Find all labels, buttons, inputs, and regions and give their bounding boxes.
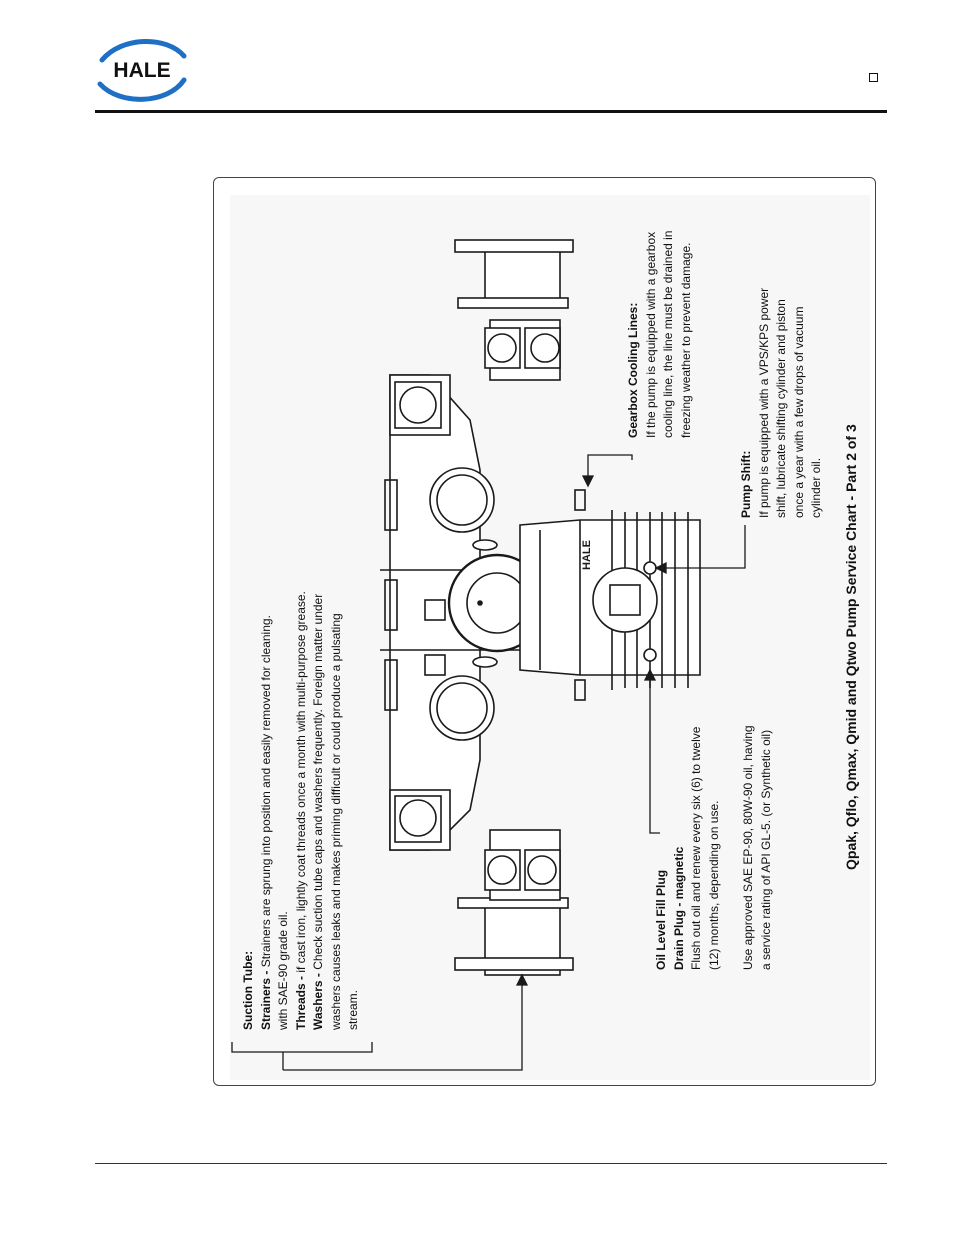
oil-note: Oil Level Fill Plug Drain Plug - magneti… (653, 725, 775, 970)
oil-fill-label: Oil Level Fill Plug (654, 869, 668, 970)
gearbox-heading: Gearbox Cooling Lines: (626, 302, 640, 438)
manifold (380, 374, 540, 851)
gearbox-line-3: freezing weather to prevent damage. (678, 242, 693, 438)
gearbox-note: Gearbox Cooling Lines: If the pump is eq… (625, 231, 695, 438)
strainers-text-2: with SAE-90 grade oil. (276, 911, 290, 1030)
pump-shift-line-4: cylinder oil. (809, 457, 823, 518)
pump-shift-line-1: If pump is equipped with a VPS/KPS power (756, 287, 771, 518)
oil-line-1: Flush out oil and renew every six (6) to… (689, 726, 703, 970)
logo-text: HALE (113, 59, 170, 82)
oil-line-4: a service rating of API GL-5. (or Synthe… (758, 729, 773, 970)
suction-heading: Suction Tube: (241, 950, 255, 1030)
washers-text-2: washers causes leaks and makes priming d… (328, 613, 343, 1030)
pump-shift-heading: Pump Shift: (739, 450, 753, 518)
figure-title: Qpak, Qflo, Qmax, Qmid and Qtwo Pump Ser… (843, 424, 859, 870)
suction-tube-bottom (454, 829, 574, 976)
drain-plug-label: Drain Plug - magnetic (671, 846, 686, 970)
washers-text-3: stream. (346, 989, 360, 1030)
suction-tube-top (454, 239, 574, 381)
hale-logo: HALE (97, 39, 187, 102)
washers-label: Washers - (311, 973, 325, 1030)
threads-label: Threads - (293, 975, 308, 1030)
pump-shift-note: Pump Shift: If pump is equipped with a V… (738, 288, 826, 518)
footer-rule (95, 1163, 887, 1164)
washers-text: Check suction tube caps and washers freq… (311, 593, 325, 974)
header-rule (95, 110, 887, 113)
pump-shift-line-3: once a year with a few drops of vacuum (791, 306, 806, 518)
oil-line-2: (12) months, depending on use. (706, 800, 721, 970)
leader-lines (231, 454, 746, 1071)
gearbox-line-2: cooling line, the line must be drained i… (661, 230, 675, 438)
pump-nameplate: HALE (581, 540, 593, 570)
suction-tube-note: Suction Tube: Strainers - Strainers are … (240, 591, 363, 1030)
strainers-label: Strainers - (258, 970, 273, 1030)
pump-shift-line-2: shift, lubricate shifting cylinder and p… (774, 299, 788, 518)
gearbox (519, 489, 701, 701)
gearbox-line-1: If the pump is equipped with a gearbox (643, 231, 658, 438)
threads-text: if cast iron, lightly coat threads once … (293, 591, 308, 976)
checkbox-icon[interactable] (869, 73, 878, 82)
strainers-text: Strainers are sprung into position and e… (258, 615, 273, 971)
oil-line-3: Use approved SAE EP-90, 80W-90 oil, havi… (741, 725, 755, 970)
